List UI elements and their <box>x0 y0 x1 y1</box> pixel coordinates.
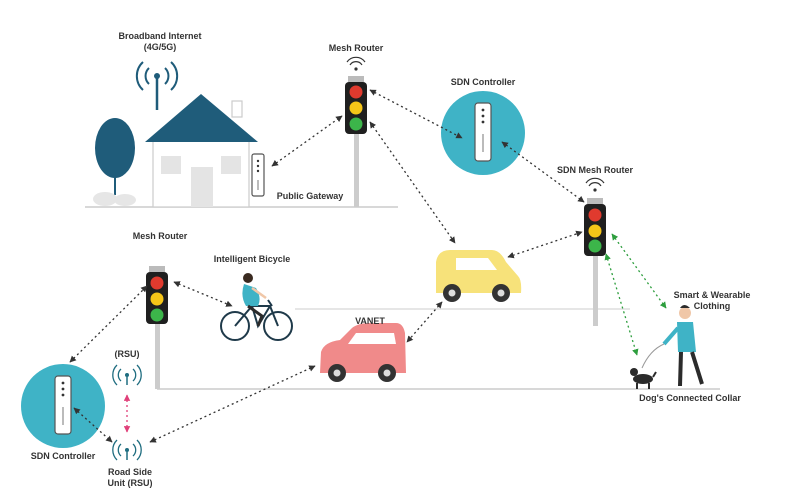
label-road-side-unit: Road Side Unit (RSU) <box>107 467 153 488</box>
bicycle-icon <box>220 273 293 341</box>
link-sdnctl-mesh <box>69 285 148 363</box>
tree-icon <box>93 118 136 206</box>
label-sdn-controller-top: SDN Controller <box>450 77 516 87</box>
sdn-controller-top <box>441 91 525 175</box>
traffic-light-icon-sdn-mesh <box>584 177 606 326</box>
person-icon <box>641 305 704 387</box>
wifi-icon-rsu-upper <box>112 364 142 386</box>
sdn-controller-bottom <box>21 364 105 448</box>
house-icon <box>145 94 258 208</box>
link-rsu-car <box>149 365 316 443</box>
link-sdn-sdnmesh <box>501 141 585 203</box>
car-icon-yellow <box>436 250 522 302</box>
broadcast-antenna-icon <box>135 61 179 110</box>
label-mesh-router-left: Mesh Router <box>132 231 188 241</box>
label-sdn-controller-bottom: SDN Controller <box>30 451 96 461</box>
dog-icon <box>630 368 657 389</box>
label-dog-collar: Dog's Connected Collar <box>639 393 741 403</box>
link-sdnctl-rsu <box>73 407 113 443</box>
wifi-icon-rsu-lower <box>112 439 142 461</box>
link-sdnmesh-dog <box>604 253 639 356</box>
label-sdn-mesh-router: SDN Mesh Router <box>556 165 633 175</box>
label-intelligent-bicycle: Intelligent Bicycle <box>213 254 291 264</box>
label-vanet: VANET <box>355 316 385 326</box>
label-broadband: Broadband Internet (4G/5G) <box>118 31 202 52</box>
link-gateway-mesh <box>271 115 343 167</box>
car-icon-pink <box>320 323 406 382</box>
traffic-light-icon-left <box>146 266 168 389</box>
traffic-light-icon-top <box>345 56 367 207</box>
label-public-gateway: Public Gateway <box>276 191 344 201</box>
label-mesh-router-top: Mesh Router <box>328 43 384 53</box>
connection-links <box>69 89 667 443</box>
link-sdnmesh-clothing <box>611 233 667 309</box>
public-gateway-router-device-icon <box>251 153 265 197</box>
link-cars-vanet <box>406 301 443 343</box>
label-smart-clothing: Smart & Wearable Clothing <box>673 290 751 311</box>
label-rsu: (RSU) <box>114 349 140 359</box>
link-car-sdnmesh <box>507 230 583 259</box>
link-bicycle-mesh <box>173 281 233 307</box>
